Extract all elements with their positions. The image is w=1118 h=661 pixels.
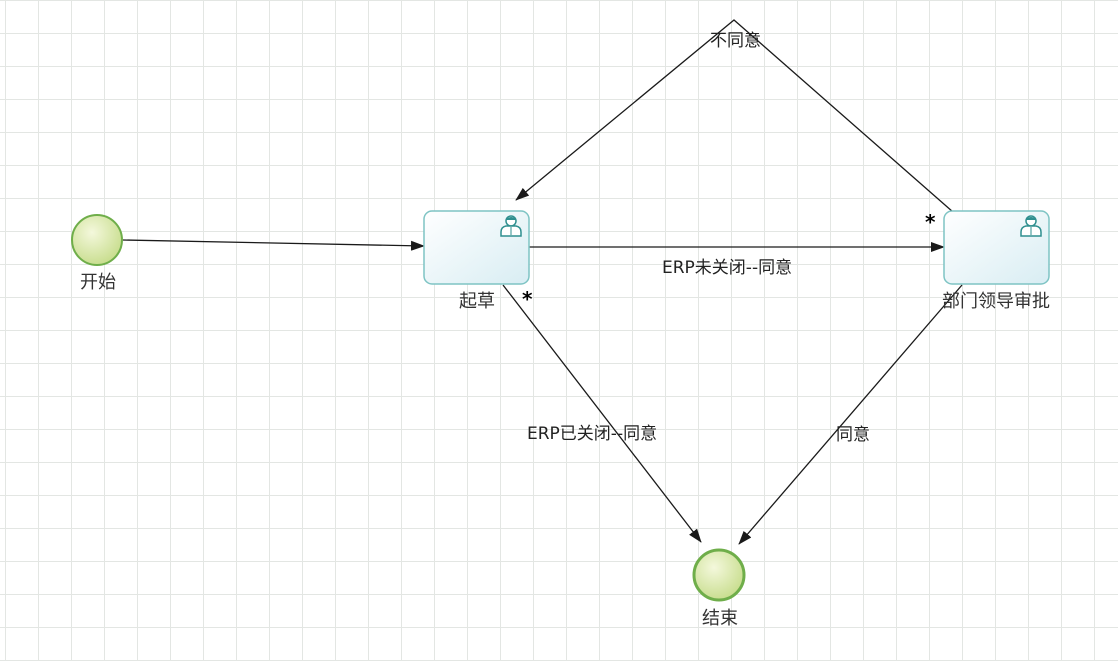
- task-approve-label: 部门领导审批: [942, 291, 1050, 312]
- task-draft-label: 起草: [459, 291, 495, 312]
- user-icon: [500, 215, 522, 237]
- condition-marker-draft: *: [522, 287, 533, 311]
- end-event-label: 结束: [702, 608, 738, 629]
- edge-label-erp-closed-agree: ERP已关闭--同意: [527, 424, 657, 444]
- edge-start-to-draft[interactable]: [122, 239, 425, 251]
- condition-marker-approve: *: [925, 210, 936, 234]
- edge-approve-to-end[interactable]: [738, 284, 963, 545]
- edge-approve-to-draft-reject[interactable]: [515, 19, 954, 213]
- end-event[interactable]: [692, 548, 746, 602]
- edges: [122, 19, 963, 545]
- task-draft[interactable]: [423, 210, 530, 285]
- start-event-label: 开始: [80, 272, 116, 293]
- edge-label-reject: 不同意: [710, 31, 761, 51]
- edge-label-erp-open-agree: ERP未关闭--同意: [662, 258, 792, 278]
- edge-draft-to-end[interactable]: [502, 284, 702, 543]
- edge-label-agree: 同意: [836, 425, 870, 445]
- start-event[interactable]: [71, 214, 123, 266]
- task-approve[interactable]: [943, 210, 1050, 285]
- user-icon: [1020, 215, 1042, 237]
